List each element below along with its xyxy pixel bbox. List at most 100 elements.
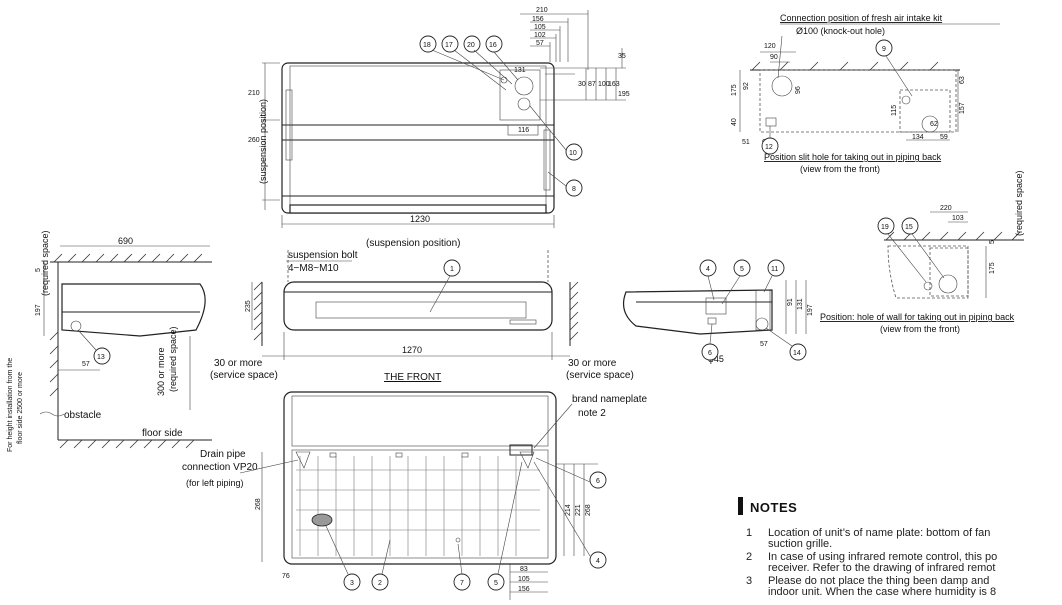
right-side-view: 91 131 197 57 φ45 [623,280,814,364]
svg-text:1: 1 [450,266,454,273]
height-install-2: floor side 2500 or more [17,372,24,444]
dim-210: 210 [536,7,548,14]
dim-195: 195 [618,91,630,98]
service-space-left-1: 30 or more [214,358,263,369]
suspension-bolt-label: suspension bolt [288,250,358,261]
dim-1230: 1230 [410,214,430,224]
balloon-5-side: 5 [733,259,751,277]
dim-175-wall: 175 [989,262,996,274]
note-number: 2 [746,551,753,563]
brand-nameplate-note: note 2 [578,408,606,419]
obstacle-label: obstacle [64,410,102,421]
balloon-7: 7 [453,573,471,591]
dim-103: 103 [952,215,964,222]
svg-text:8: 8 [572,186,576,193]
svg-text:9: 9 [882,46,886,53]
note-text: suction grille. [768,538,833,550]
svg-text:4: 4 [596,558,600,565]
dim-100: 100 [598,81,610,88]
dim-134: 134 [912,134,924,141]
service-space-right-2: (service space) [566,370,634,381]
required-space-300-2: (required space) [168,326,178,392]
wall-caption-1: Position: hole of wall for taking out in… [820,312,1015,322]
dim-57-side: 57 [82,361,90,368]
dim-5-wall: 5 [989,240,996,244]
left-side-view: 690 5 197 57 (required space) 300 or mor… [7,230,212,452]
dim-131: 131 [514,67,526,74]
balloon-4-bottom: 4 [589,551,607,569]
fresh-air-label-2: Ø100 (knock-out hole) [796,26,885,36]
dim-57: 57 [536,40,544,47]
slit-caption-2: (view from the front) [800,164,880,174]
dim-116: 116 [518,127,529,134]
balloon-14: 14 [789,343,807,361]
dim-76: 76 [282,573,290,580]
floor-side-label: floor side [142,428,183,439]
balloon-5-bottom: 5 [487,573,505,591]
wall-required-space: (required space) [1014,170,1024,236]
dim-83: 83 [520,566,528,573]
dim-105: 105 [534,24,546,31]
balloon-19: 19 [877,217,895,235]
dim-156: 156 [532,16,544,23]
note-number: 3 [746,575,753,587]
svg-text:13: 13 [97,354,105,361]
the-front-label: THE FRONT [384,372,441,383]
dim-62: 62 [930,121,938,128]
note-text: Location of unit’s of name plate: bottom… [768,527,991,539]
balloon-2: 2 [371,573,389,591]
svg-text:5: 5 [494,580,498,587]
balloon-1: 1 [443,259,461,277]
balloon-13: 13 [93,347,111,365]
wall-hatch-left [49,331,59,397]
dim-157: 157 [959,102,966,114]
dim-214: 214 [565,504,572,516]
svg-text:2: 2 [378,580,382,587]
svg-text:16: 16 [489,42,497,49]
svg-text:19: 19 [881,224,889,231]
balloon-17: 17 [441,35,459,53]
suspension-position-side: (suspension position) [258,99,268,184]
wall-hole-hatch [885,231,1021,241]
svg-text:6: 6 [596,478,600,485]
dim-1270: 1270 [402,345,422,355]
balloon-16: 16 [485,35,503,53]
floor-hatch [59,439,195,449]
dim-90: 90 [770,54,778,61]
brand-nameplate-label: brand nameplate [572,394,647,405]
balloon-3: 3 [343,573,361,591]
slit-hole-detail: Connection position of fresh air intake … [731,13,1000,174]
balloon-6-bottom: 6 [589,471,607,489]
svg-text:12: 12 [765,144,773,151]
dim-102: 102 [534,32,546,39]
dim-40: 40 [731,118,738,126]
slit-hatch [751,61,939,71]
required-space-top: (required space) [40,230,50,296]
balloon-4-side: 4 [699,259,717,277]
dim-197: 197 [35,304,42,316]
slit-caption-1: Position slit hole for taking out in pip… [764,152,942,162]
notes-title: NOTES [750,500,798,515]
svg-text:6: 6 [708,350,712,357]
phi45-label: φ45 [708,354,724,364]
suspension-bolt-spec: 4−M8~M10 [288,263,339,274]
svg-text:7: 7 [460,580,464,587]
height-install-1: For height installation from the [7,358,14,452]
note-text: receiver. Refer to the drawing of infrar… [768,562,996,574]
dim-63: 63 [959,76,966,84]
note-number: 1 [746,527,753,539]
balloon-9: 9 [875,39,893,57]
dim-115: 115 [891,105,898,116]
dim-131-side: 131 [797,298,804,310]
wall-caption-2: (view from the front) [880,324,960,334]
suspension-position-label: (suspension position) [366,238,461,249]
right-wall-hatch [569,281,579,341]
dim-105-bottom: 105 [518,576,530,583]
balloon-15: 15 [901,217,919,235]
note-text: In case of using infrared remote control… [768,551,998,563]
wall-hole-detail: 220 103 5 175 (required space) Position:… [820,170,1024,334]
balloon-12: 12 [761,137,779,155]
notes-marker [738,497,743,515]
dim-163: 163 [608,81,620,88]
dim-156-bottom: 156 [518,586,530,593]
